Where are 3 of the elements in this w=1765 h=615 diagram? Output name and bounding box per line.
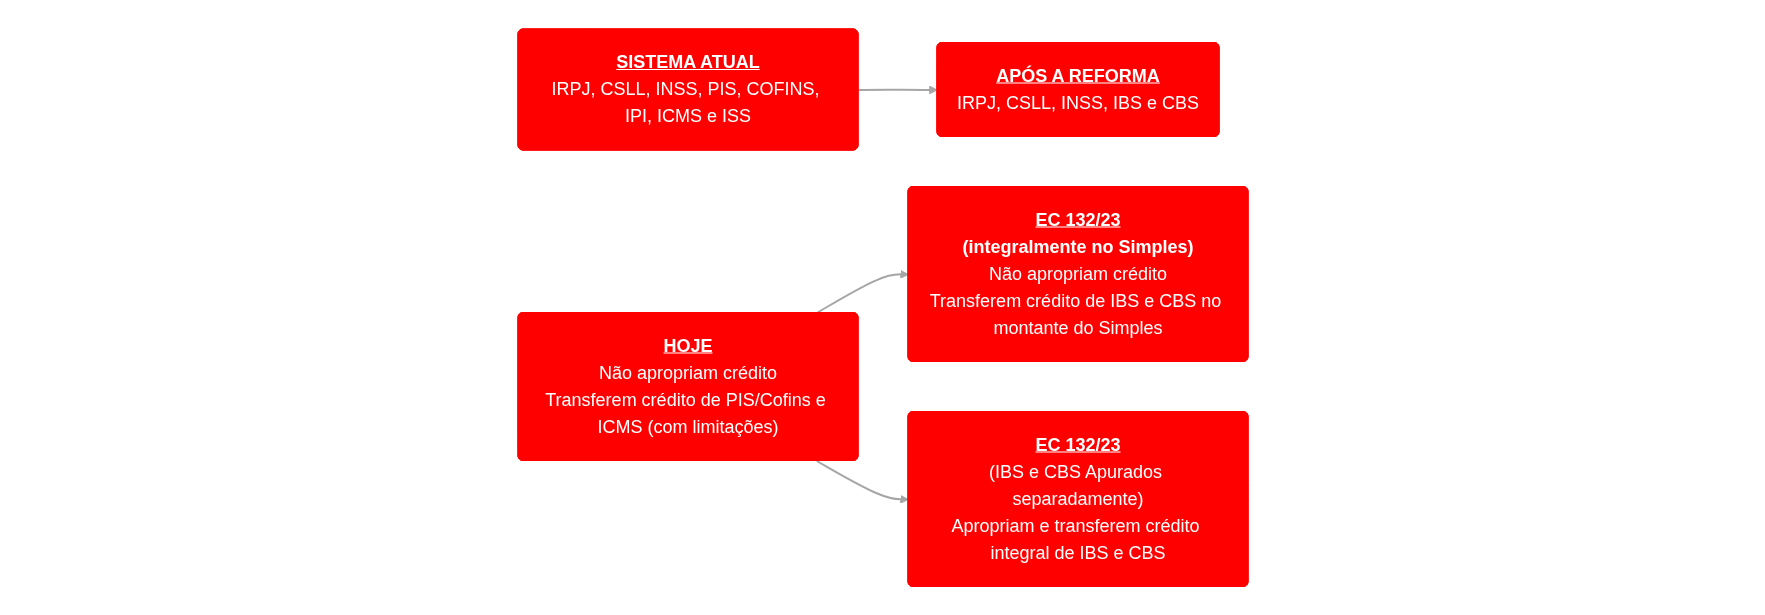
arrow bbox=[815, 269, 909, 314]
arrow bbox=[857, 85, 938, 95]
arrow bbox=[815, 459, 909, 504]
